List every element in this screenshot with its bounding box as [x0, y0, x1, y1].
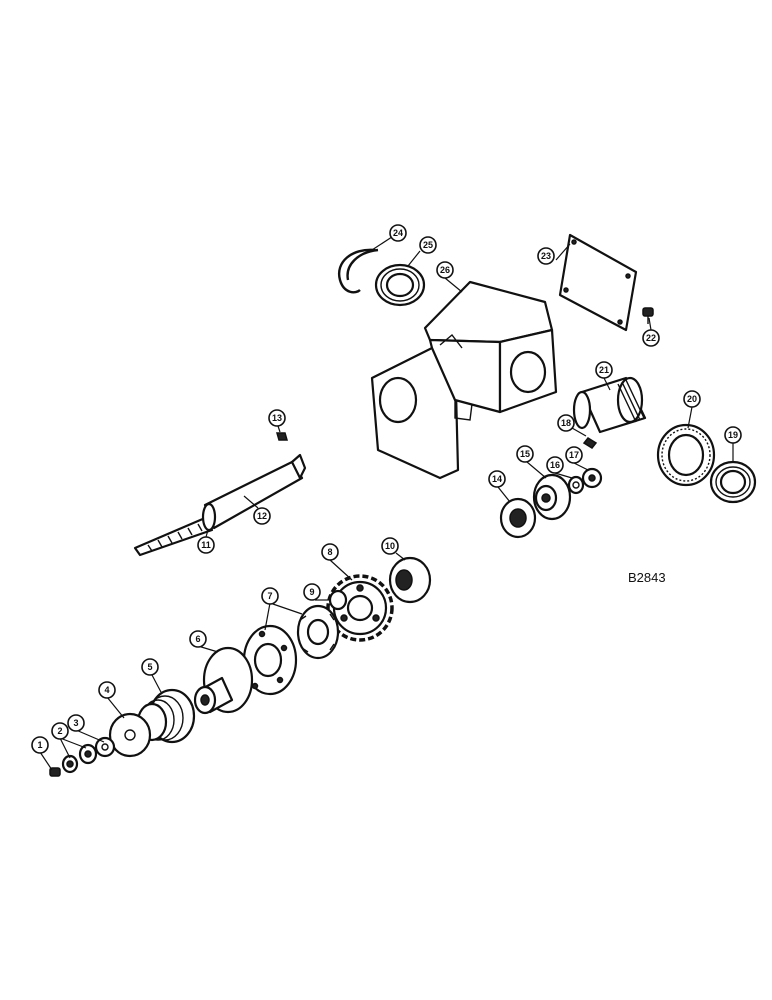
svg-text:18: 18 [561, 418, 571, 428]
svg-text:3: 3 [73, 718, 78, 728]
bearing-part-19 [709, 460, 757, 504]
callout-24: 24 [389, 224, 407, 242]
svg-text:13: 13 [272, 413, 282, 423]
housing-part-26 [370, 280, 558, 480]
callout-10: 10 [381, 537, 399, 555]
callout-9: 9 [303, 583, 321, 601]
svg-text:24: 24 [393, 228, 403, 238]
pin-part-18 [582, 437, 598, 449]
bearing-part-10 [388, 556, 432, 604]
leader-lines [39, 232, 734, 771]
callout-11: 11 [197, 536, 215, 554]
callout-21: 21 [595, 361, 613, 379]
callout-16: 16 [546, 456, 564, 474]
callout-15: 15 [516, 445, 534, 463]
svg-text:11: 11 [201, 540, 211, 550]
callout-14: 14 [488, 470, 506, 488]
callout-19: 19 [724, 426, 742, 444]
callout-8: 8 [321, 543, 339, 561]
svg-text:10: 10 [385, 541, 395, 551]
svg-text:2: 2 [57, 726, 62, 736]
svg-text:26: 26 [440, 265, 450, 275]
callout-1: 1 [31, 736, 49, 754]
svg-text:6: 6 [195, 634, 200, 644]
callout-17: 17 [565, 446, 583, 464]
hub-part-15 [532, 473, 572, 521]
svg-text:12: 12 [257, 511, 267, 521]
washer-part-2a [61, 754, 79, 774]
callout-26: 26 [436, 261, 454, 279]
svg-text:22: 22 [646, 333, 656, 343]
washer-part-4 [108, 712, 152, 758]
clutch-plate-part-7a [242, 624, 298, 696]
callout-12: 12 [253, 507, 271, 525]
callout-2: 2 [51, 722, 69, 740]
svg-text:1: 1 [37, 740, 42, 750]
gear-part-14 [499, 497, 537, 539]
gear-part-20 [656, 423, 716, 487]
bearing-part-25 [374, 263, 426, 307]
svg-text:9: 9 [309, 587, 314, 597]
svg-text:21: 21 [599, 365, 609, 375]
main-shaft-part-12 [133, 453, 307, 557]
svg-text:8: 8 [327, 547, 332, 557]
callout-4: 4 [98, 681, 116, 699]
svg-text:16: 16 [550, 460, 560, 470]
callout-6: 6 [189, 630, 207, 648]
bolt-part-1 [49, 767, 61, 777]
washer-part-2b [78, 743, 98, 765]
callout-18: 18 [557, 414, 575, 432]
sprocket-part-8 [326, 574, 394, 642]
cover-plate-part-23 [558, 233, 638, 332]
svg-text:25: 25 [423, 240, 433, 250]
washer-part-16 [567, 475, 585, 495]
callout-20: 20 [683, 390, 701, 408]
key-part-13 [276, 432, 288, 441]
callout-3: 3 [67, 714, 85, 732]
svg-text:4: 4 [104, 685, 109, 695]
svg-text:19: 19 [728, 430, 738, 440]
splined-shaft-part-21 [572, 376, 647, 434]
svg-text:15: 15 [520, 449, 530, 459]
svg-text:17: 17 [569, 450, 579, 460]
washer-part-3 [94, 736, 116, 758]
svg-text:5: 5 [147, 662, 152, 672]
nut-part-17 [581, 467, 603, 489]
snap-ring-part-24 [337, 248, 379, 294]
callout-13: 13 [268, 409, 286, 427]
svg-text:7: 7 [267, 591, 272, 601]
bolt-part-22 [642, 307, 654, 324]
hub-part-6 [193, 646, 254, 715]
svg-text:14: 14 [492, 474, 502, 484]
drawing-reference-number: B2843 [628, 570, 666, 585]
clutch-plate-part-7b [296, 604, 340, 660]
callout-5: 5 [141, 658, 159, 676]
svg-text:23: 23 [541, 251, 551, 261]
callout-22: 22 [642, 329, 660, 347]
callout-23: 23 [537, 247, 555, 265]
callout-25: 25 [419, 236, 437, 254]
callout-7: 7 [261, 587, 279, 605]
svg-text:20: 20 [687, 394, 697, 404]
collar-part-9 [328, 589, 348, 611]
